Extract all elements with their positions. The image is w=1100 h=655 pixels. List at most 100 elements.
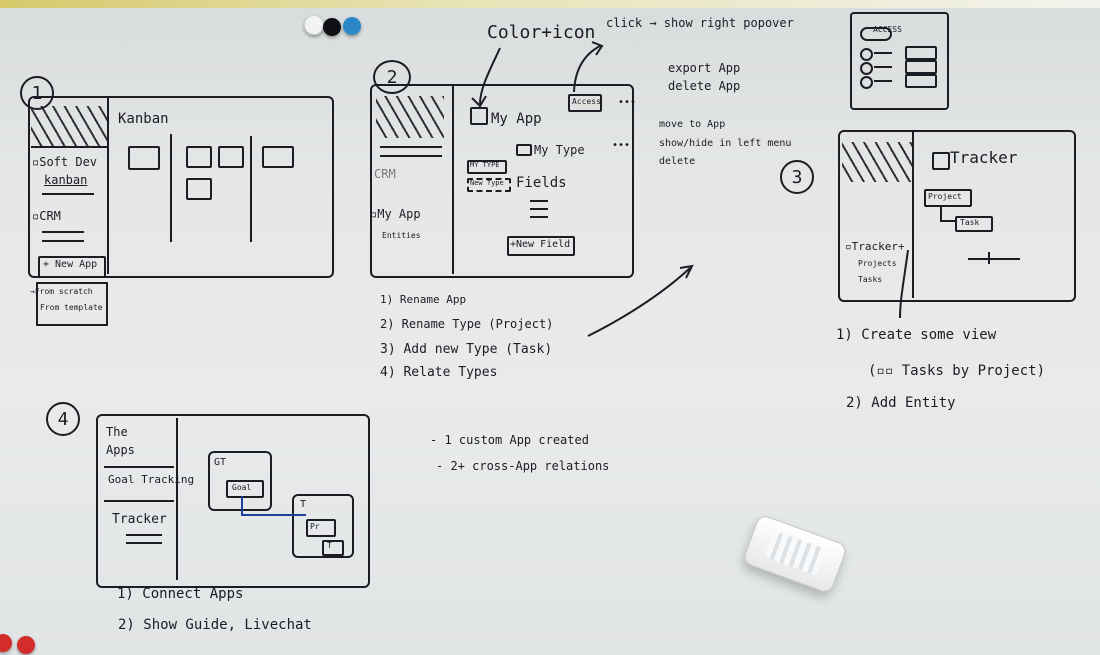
step-4-gt-label: GT [214, 457, 227, 468]
step-2-note-delete: delete [659, 156, 696, 167]
step-2-hatch [376, 96, 444, 138]
step-2-left-sidebar-entities: Entities [382, 231, 421, 240]
step-1-hatch [31, 106, 107, 146]
step-3-timeline [968, 258, 1020, 260]
step-3-relation-line-2 [940, 220, 955, 222]
step-3-task-box [955, 216, 993, 232]
step-3-relation-line [940, 205, 942, 221]
step-2-type-icon-box [516, 144, 532, 156]
step-1-sidebar-line-2 [42, 231, 84, 233]
step-2-sidebar-line-2 [380, 155, 442, 157]
step-2-popover-row-2 [860, 62, 873, 75]
step-2-my-type: My Type [534, 143, 585, 157]
step-1-kanban-column-divider [170, 134, 172, 242]
step-2-sidebar-divider [452, 84, 454, 274]
step-4-sidebar-item-goal-tracking: Goal Tracking [108, 473, 195, 486]
step-2-my-type-tag [467, 160, 507, 174]
step-1-new-app-label: + New App [43, 259, 98, 270]
step-2-popover-pill [860, 27, 892, 41]
step-4-sidebar-item-tracker: Tracker [112, 512, 167, 527]
step-3-title: Tracker [950, 148, 1018, 167]
step-4-frame [96, 414, 370, 588]
step-2-annotation-click: click → show right popover [606, 16, 794, 30]
step-1-sidebar-item-crm: ▫CRM [32, 209, 61, 223]
step-2-popover-row-line-3 [874, 80, 892, 82]
step-1-kanban-card-2 [186, 146, 212, 168]
step-2-annotation-color-icon: Color+icon [487, 22, 596, 43]
step-4-sidebar-divider [176, 418, 178, 580]
step-3-sidebar-item-tasks: Tasks [858, 275, 883, 284]
step-4-goal-box [226, 480, 264, 498]
step-3-step-item-2: (▫▫ Tasks by Project) [868, 363, 1046, 379]
step-4-sidebar-line [104, 466, 174, 468]
step-4-sidebar-line-4 [126, 542, 162, 544]
magnet-black [323, 18, 341, 36]
step-2-popover-row-line [874, 52, 892, 54]
step-1-new-app-button [38, 256, 106, 278]
step-2-app-title: My App [491, 111, 542, 127]
step-4-step-item: 1) Connect Apps [117, 586, 244, 602]
step-4-cross-app-relation [241, 496, 243, 516]
step-1-sidebar-line-3 [42, 240, 84, 242]
step-2-new-field-button [507, 236, 575, 256]
step-1-menu-item-from-template: From template [40, 303, 103, 312]
step-4-sidebar-item-the: The [106, 425, 128, 439]
whiteboard-eraser [741, 513, 849, 595]
step-2-access-label: Access [572, 97, 601, 106]
step-3-sidebar-divider [912, 132, 914, 298]
step-1-kanban-card-3 [218, 146, 244, 168]
step-3-timeline-tick [988, 252, 990, 264]
step-2-new-type-tag [467, 178, 511, 192]
step-3-task-label: Task [960, 218, 980, 227]
step-1-kanban-column-divider-2 [250, 136, 252, 242]
step-4-sidebar-line-3 [126, 534, 162, 536]
step-4-goal-label: Goal [232, 483, 252, 492]
step-2-popover-toggle [905, 46, 937, 60]
step-2-popover-row [860, 48, 873, 61]
step-1-kanban-card-4 [186, 178, 212, 200]
magnet-red [0, 634, 12, 652]
step-2-note-move-to-app: move to App [659, 119, 726, 130]
step-4-t2-label: T [327, 541, 332, 550]
magnet-blue [343, 17, 361, 35]
magnet-red-2 [17, 636, 35, 654]
step-4-note: - 1 custom App created [430, 433, 589, 447]
step-4-gt-app-box [208, 451, 272, 511]
step-4-sidebar-line-2 [104, 500, 174, 502]
step-2-my-type-tag-label: MY TYPE [470, 161, 500, 169]
step-4-step-item-2: 2) Show Guide, Livechat [118, 617, 312, 633]
step-2-step-item-2: 2) Rename Type (Project) [380, 317, 554, 331]
step-1-sidebar-divider [107, 96, 109, 274]
step-1-menu-item-from-scratch: →From scratch [30, 287, 93, 296]
step-4-cross-app-relation-2 [241, 514, 306, 516]
step-4-t2-box [322, 540, 344, 556]
step-2-field-line-3 [530, 216, 548, 218]
step-3-sidebar-item-tracker: ▫Tracker+ [845, 240, 905, 253]
magnet-white [304, 15, 324, 35]
board-top-edge [0, 0, 1100, 8]
step-3-frame [838, 130, 1076, 302]
step-4-pr-box [306, 519, 336, 537]
step-1-sidebar-item-soft-dev: ▫Soft Dev [32, 155, 98, 169]
step-2-note-export-app: export App [668, 61, 741, 75]
step-2-left-sidebar-app: ▫My App [370, 207, 421, 221]
step-3-project-box [924, 189, 972, 207]
step-2-step-item-4: 4) Relate Types [380, 365, 498, 380]
step-2-fields-label: Fields [516, 175, 567, 191]
step-1-kanban-card-5 [262, 146, 294, 168]
step-4-number: 4 [46, 402, 80, 436]
step-2-access-box [568, 94, 602, 112]
step-1-sidebar-line [42, 193, 94, 195]
step-3-step-item: 1) Create some view [836, 327, 997, 343]
step-2-step-item-3: 3) Add new Type (Task) [380, 342, 553, 357]
step-2-popover-row-3 [860, 76, 873, 89]
step-2-frame [370, 84, 634, 278]
step-1-new-app-menu [36, 282, 108, 326]
step-4-sidebar-item-apps: Apps [106, 443, 135, 457]
step-3-sidebar-item-projects: Projects [858, 259, 897, 268]
step-3-number: 3 [780, 160, 814, 194]
step-4-note-2: - 2+ cross-App relations [436, 459, 610, 473]
step-2-sidebar-line [380, 146, 442, 148]
step-2-access-popover [850, 12, 949, 110]
step-2-app-icon-box [470, 107, 488, 125]
